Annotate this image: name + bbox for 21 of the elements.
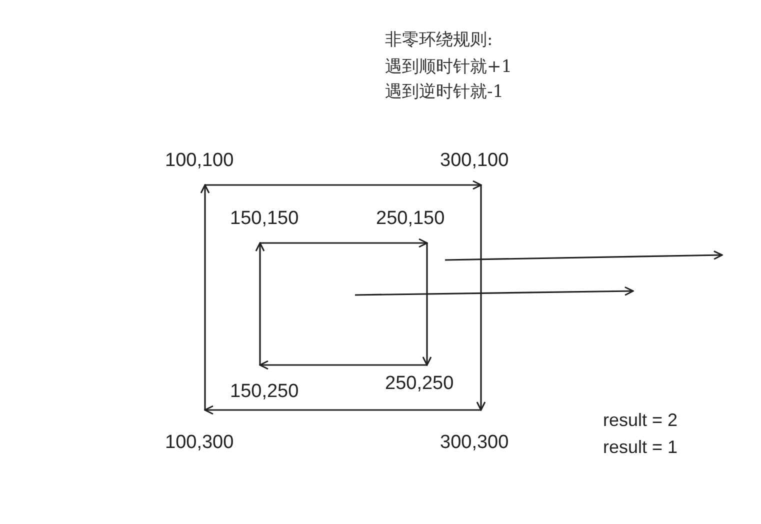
rule-note: 遇到顺时针就+1 [385, 56, 512, 78]
arrow [255, 242, 265, 365]
coordinate-label: 250,250 [385, 373, 454, 395]
arrow [204, 405, 481, 415]
arrow [422, 243, 432, 366]
rule-note: 遇到逆时针就-1 [385, 81, 504, 103]
arrow [205, 180, 482, 190]
result-label: result = 2 [603, 410, 678, 431]
coordinate-label: 300,100 [440, 150, 509, 172]
arrow [260, 238, 428, 248]
coordinate-label: 150,150 [230, 208, 299, 230]
coordinate-label: 100,100 [165, 150, 234, 172]
arrow [200, 184, 210, 410]
arrow [476, 185, 486, 411]
rule-note: 非零环绕规则: [385, 29, 493, 51]
arrow [259, 360, 427, 370]
result-label: result = 1 [603, 437, 678, 458]
coordinate-label: 100,300 [165, 432, 234, 454]
coordinate-label: 300,300 [440, 432, 509, 454]
coordinate-label: 250,150 [376, 208, 445, 230]
coordinate-label: 150,250 [230, 381, 299, 403]
